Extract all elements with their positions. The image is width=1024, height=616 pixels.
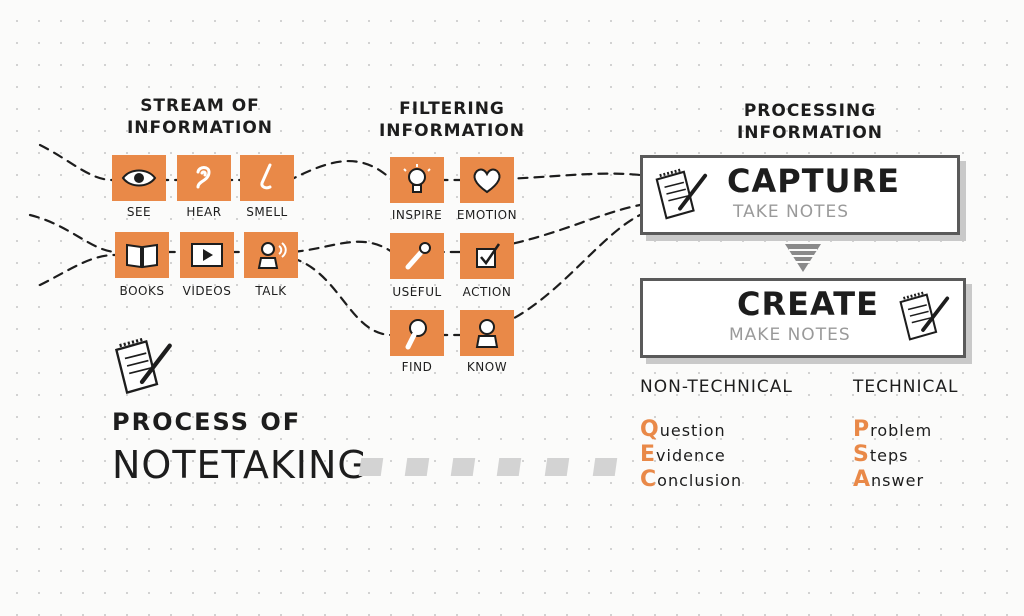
gray-dash — [358, 458, 384, 476]
tile-label-emotion: Emotion — [456, 208, 518, 222]
tile-inspire — [390, 157, 444, 203]
tile-label-see: See — [126, 205, 152, 219]
notepad-icon — [655, 168, 708, 220]
list-item: Conclusion — [640, 467, 743, 492]
non-technical-list: Question Evidence Conclusion — [640, 418, 742, 493]
capture-subtitle: Take notes — [733, 202, 850, 222]
tile-label-smell: Smell — [246, 205, 288, 219]
speaker-icon — [257, 242, 287, 269]
heading-stream-line1: Stream of — [140, 96, 260, 116]
technical-title: Technical — [853, 377, 959, 397]
create-subtitle: Make notes — [729, 325, 851, 345]
list-item: Evidence — [640, 442, 726, 467]
tile-talk — [244, 232, 298, 278]
list-item: Question — [640, 417, 726, 442]
gray-dash — [544, 458, 570, 476]
ear-icon — [196, 166, 211, 189]
tile-books — [115, 232, 169, 278]
tile-smell — [240, 155, 294, 201]
list-item: Problem — [853, 417, 933, 442]
flow-line-middle — [28, 203, 642, 254]
process-title-line1: Process of — [112, 408, 302, 436]
list-item: Answer — [853, 467, 925, 492]
tile-hear — [177, 155, 231, 201]
wrench-icon — [405, 242, 431, 270]
video-icon — [191, 243, 223, 267]
heart-icon — [473, 168, 501, 194]
notepad-icon — [899, 291, 950, 341]
gray-dash — [450, 458, 476, 476]
heading-filtering-line1: Filtering — [399, 99, 505, 119]
flow-line-lower — [38, 253, 117, 287]
heading-stream: Stream of Information — [120, 95, 280, 139]
eye-icon — [121, 169, 157, 187]
magnifier-icon — [405, 319, 427, 350]
heading-processing-line2: Information — [736, 123, 884, 143]
tile-see — [112, 155, 166, 201]
create-title: Create — [737, 285, 879, 323]
heading-processing-line1: Processing — [743, 101, 877, 121]
tile-label-inspire: Inspire — [391, 208, 443, 222]
tile-label-videos: Videos — [182, 284, 232, 298]
tile-label-useful: Useful — [392, 285, 442, 299]
tile-find — [390, 310, 444, 356]
tile-action — [460, 233, 514, 279]
tile-videos — [180, 232, 234, 278]
tile-know — [460, 310, 514, 356]
flow-line-top — [38, 143, 642, 182]
tile-label-books: Books — [119, 284, 165, 298]
gray-dash — [592, 458, 618, 476]
non-technical-title: Non-Technical — [640, 377, 793, 397]
funnel-arrow-icon — [785, 244, 821, 272]
heading-stream-line2: Information — [126, 118, 274, 138]
tile-label-find: Find — [401, 360, 433, 374]
head-icon — [475, 319, 499, 348]
capture-title: Capture — [727, 162, 901, 200]
tile-label-know: Know — [466, 360, 508, 374]
list-item: Steps — [853, 442, 909, 467]
heading-filtering-line2: Information — [378, 121, 526, 141]
capture-box: Capture Take notes — [640, 155, 960, 235]
heading-filtering: Filtering Information — [372, 98, 532, 142]
tile-label-hear: Hear — [186, 205, 222, 219]
tile-label-talk: Talk — [255, 284, 287, 298]
tile-label-action: Action — [462, 285, 512, 299]
heading-processing: Processing Information — [720, 100, 900, 144]
technical-list: Problem Steps Answer — [853, 418, 932, 493]
notepad-icon — [114, 337, 172, 395]
process-title-line2: Notetaking — [112, 443, 368, 487]
gray-dash — [496, 458, 522, 476]
tile-emotion — [460, 157, 514, 203]
create-box: Create Make notes — [640, 278, 966, 358]
book-icon — [126, 243, 158, 269]
lightbulb-icon — [403, 164, 431, 193]
nose-icon — [260, 163, 272, 190]
gray-dash — [404, 458, 430, 476]
tile-useful — [390, 233, 444, 279]
checkbox-icon — [476, 243, 501, 268]
